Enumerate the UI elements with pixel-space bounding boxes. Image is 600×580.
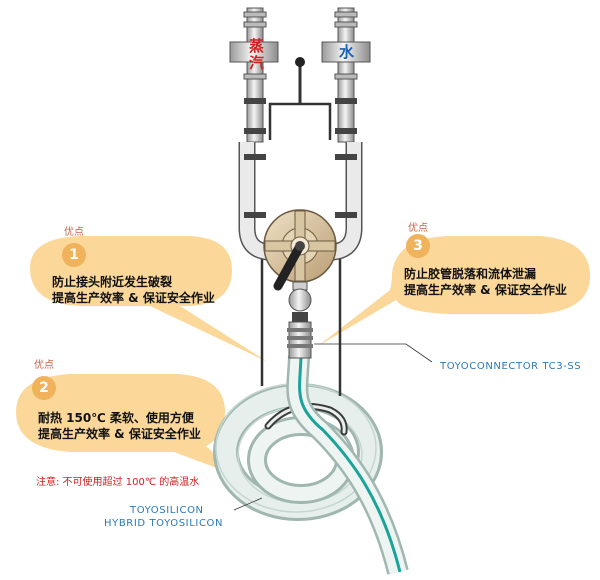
steam-pipe (229, 7, 284, 261)
advantage-2-badge: 2 (32, 376, 56, 400)
hose-callout-line1: TOYOSILICON (130, 505, 204, 516)
bubble-1 (30, 236, 268, 362)
warning-note: 注意: 不可使用超过 100℃ 的高温水 (36, 477, 200, 488)
water-pipe (318, 7, 371, 261)
advantage-1-line2: 提高生产效率 & 保证安全作业 (52, 291, 215, 305)
connector-callout: TOYOCONNECTOR TC3-SS (440, 361, 582, 372)
bubble-2 (16, 374, 238, 476)
advantage-3-text: 防止胶管脱落和流体泄漏 提高生产效率 & 保证安全作业 (404, 266, 567, 298)
leader-lines (233, 343, 433, 511)
steam-label-line2: 汽 (249, 54, 265, 72)
advantage-1-tag: 优点 (64, 227, 84, 238)
steam-label: 蒸 汽 (249, 38, 264, 72)
bubble-3 (318, 236, 590, 346)
advantage-3-line2: 提高生产效率 & 保证安全作业 (404, 283, 567, 297)
outlet-fitting (288, 281, 312, 322)
steam-label-line1: 蒸 (249, 37, 265, 55)
advantage-2-text: 耐热 150℃ 柔软、使用方便 提高生产效率 & 保证安全作业 (38, 410, 201, 442)
hose-callout-line2: HYBRID TOYOSILICON (104, 518, 224, 529)
connector-tc3-ss (287, 321, 313, 359)
valve-handle-frame (268, 57, 332, 140)
advantage-1-line1: 防止接头附近发生破裂 (52, 275, 173, 289)
water-label: 水 (339, 43, 355, 61)
mixing-valve (263, 209, 337, 291)
advantage-3-tag: 优点 (408, 223, 428, 234)
advantage-1-text: 防止接头附近发生破裂 提高生产效率 & 保证安全作业 (52, 274, 215, 306)
support-rods (260, 246, 342, 396)
advantage-2-line2: 提高生产效率 & 保证安全作业 (38, 427, 201, 441)
advantage-3-badge: 3 (406, 234, 430, 258)
advantage-3-line1: 防止胶管脱落和流体泄漏 (404, 267, 537, 281)
advantage-2-tag: 优点 (34, 360, 54, 371)
hose-tube (286, 355, 409, 575)
hose-callout: TOYOSILICON HYBRID TOYOSILICON (104, 504, 223, 530)
advantage-1-badge: 1 (62, 243, 86, 267)
advantage-2-line1: 耐热 150℃ 柔软、使用方便 (38, 411, 194, 425)
